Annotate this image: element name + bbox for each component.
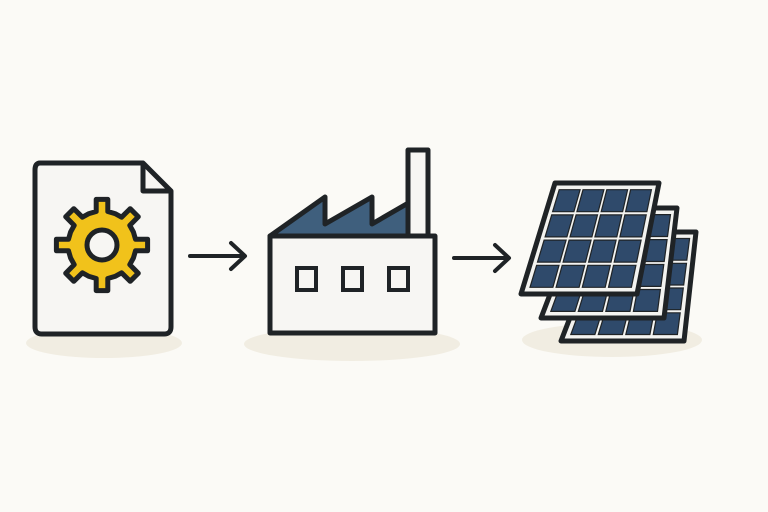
- solar-cell: [536, 239, 567, 263]
- factory-window: [341, 266, 364, 292]
- solar-cell: [600, 189, 629, 213]
- factory-window: [295, 266, 318, 292]
- factory-icon: [267, 147, 438, 336]
- solar-cell: [581, 264, 612, 288]
- factory-chimney: [405, 147, 431, 245]
- solar-cell: [569, 214, 599, 238]
- solar-cell: [551, 189, 581, 213]
- solar-cell: [587, 239, 617, 263]
- solar-cell: [607, 264, 637, 288]
- solar-cell: [544, 214, 574, 238]
- gear-icon: [53, 196, 151, 294]
- solar-panels-icon: [518, 180, 699, 344]
- document-fold: [140, 163, 171, 194]
- solar-cell: [555, 264, 586, 288]
- factory-roof: [267, 194, 413, 239]
- solar-cell: [529, 264, 560, 288]
- arrow-right-icon: [188, 241, 247, 271]
- solar-cell: [562, 239, 592, 263]
- solar-cell: [632, 288, 662, 312]
- factory-window: [387, 266, 410, 292]
- solar-cell: [613, 239, 642, 263]
- solar-panel: [518, 180, 662, 297]
- gear-hole: [84, 227, 120, 263]
- solar-cell: [594, 214, 623, 238]
- solar-cell: [576, 189, 605, 213]
- solar-cell: [624, 189, 653, 213]
- gear-document-icon: [32, 160, 174, 337]
- solar-cell: [619, 214, 647, 238]
- arrow-right-icon: [452, 243, 511, 273]
